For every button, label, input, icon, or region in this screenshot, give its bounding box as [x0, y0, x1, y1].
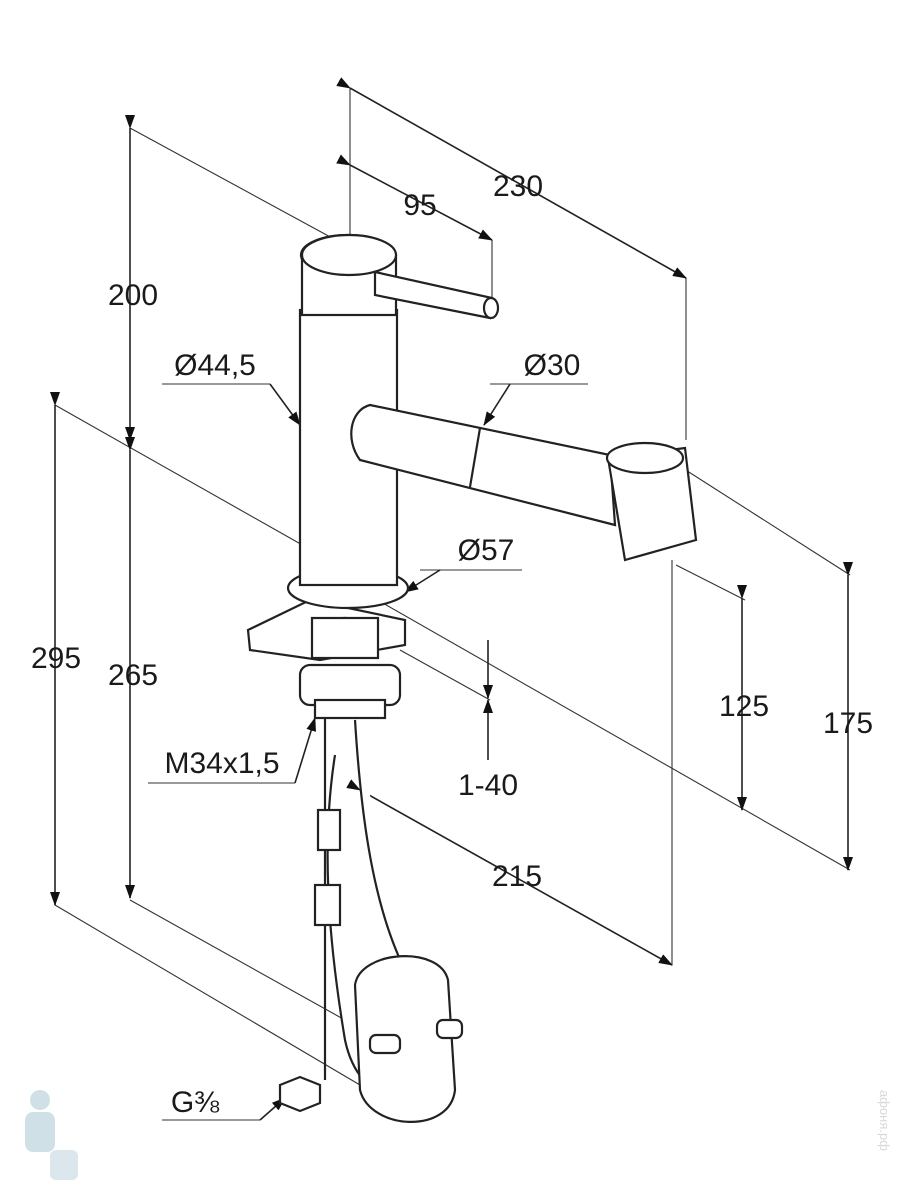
label-countertop-thickness: 1-40 [458, 769, 518, 802]
label-body-height: 200 [108, 279, 158, 312]
label-total-height: 295 [31, 642, 81, 675]
dimension-lines [50, 77, 853, 1121]
label-spout-diameter: Ø30 [524, 349, 581, 382]
label-thread: M34x1,5 [164, 747, 279, 780]
extension-lines [54, 88, 851, 1121]
label-body-diameter: Ø44,5 [174, 349, 256, 382]
label-connection: G⅜ [171, 1086, 220, 1119]
label-lever-reach: 95 [403, 189, 436, 222]
label-base-diameter: Ø57 [458, 534, 515, 567]
watermark-mascot-icon [25, 1090, 78, 1180]
watermark-text: афоня.рф [877, 1090, 892, 1151]
label-spout-height: 265 [108, 659, 158, 692]
label-total-reach: 230 [493, 170, 543, 203]
label-spout-top-height: 175 [823, 707, 873, 740]
lever-cap [300, 233, 398, 277]
label-outlet-height: 125 [719, 690, 769, 723]
counterweight [353, 955, 457, 1123]
spout [350, 403, 617, 527]
connection-nut [278, 1075, 322, 1113]
dimension-labels: 230 95 200 Ø44,5 Ø30 Ø57 295 265 M34x1,5… [31, 170, 873, 1119]
faucet [246, 233, 698, 1123]
label-spout-reach: 215 [492, 860, 542, 893]
